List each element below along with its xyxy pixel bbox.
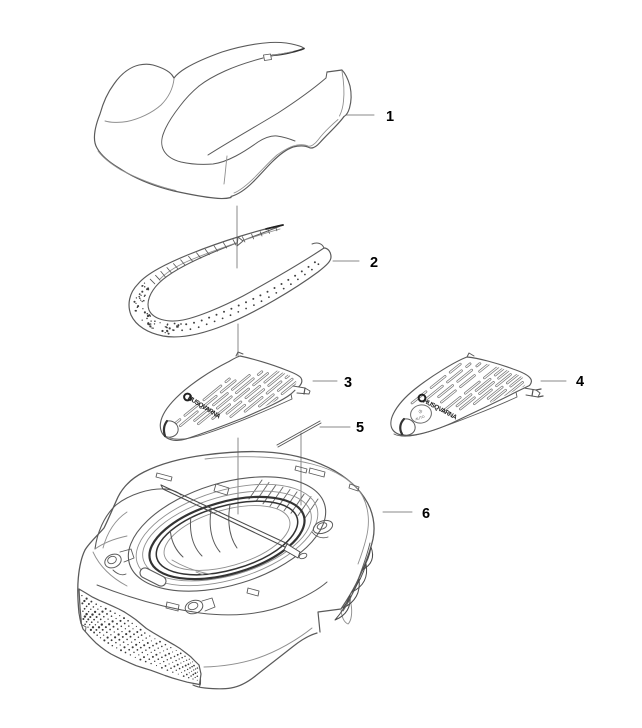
- svg-text:♔: ♔: [418, 409, 424, 416]
- svg-text:2: 2: [370, 255, 378, 271]
- svg-text:AUTO: AUTO: [415, 415, 426, 422]
- svg-text:1: 1: [386, 109, 394, 125]
- svg-text:5: 5: [356, 420, 364, 436]
- svg-text:3: 3: [344, 375, 352, 391]
- svg-text:4: 4: [576, 374, 584, 390]
- svg-text:6: 6: [422, 506, 430, 522]
